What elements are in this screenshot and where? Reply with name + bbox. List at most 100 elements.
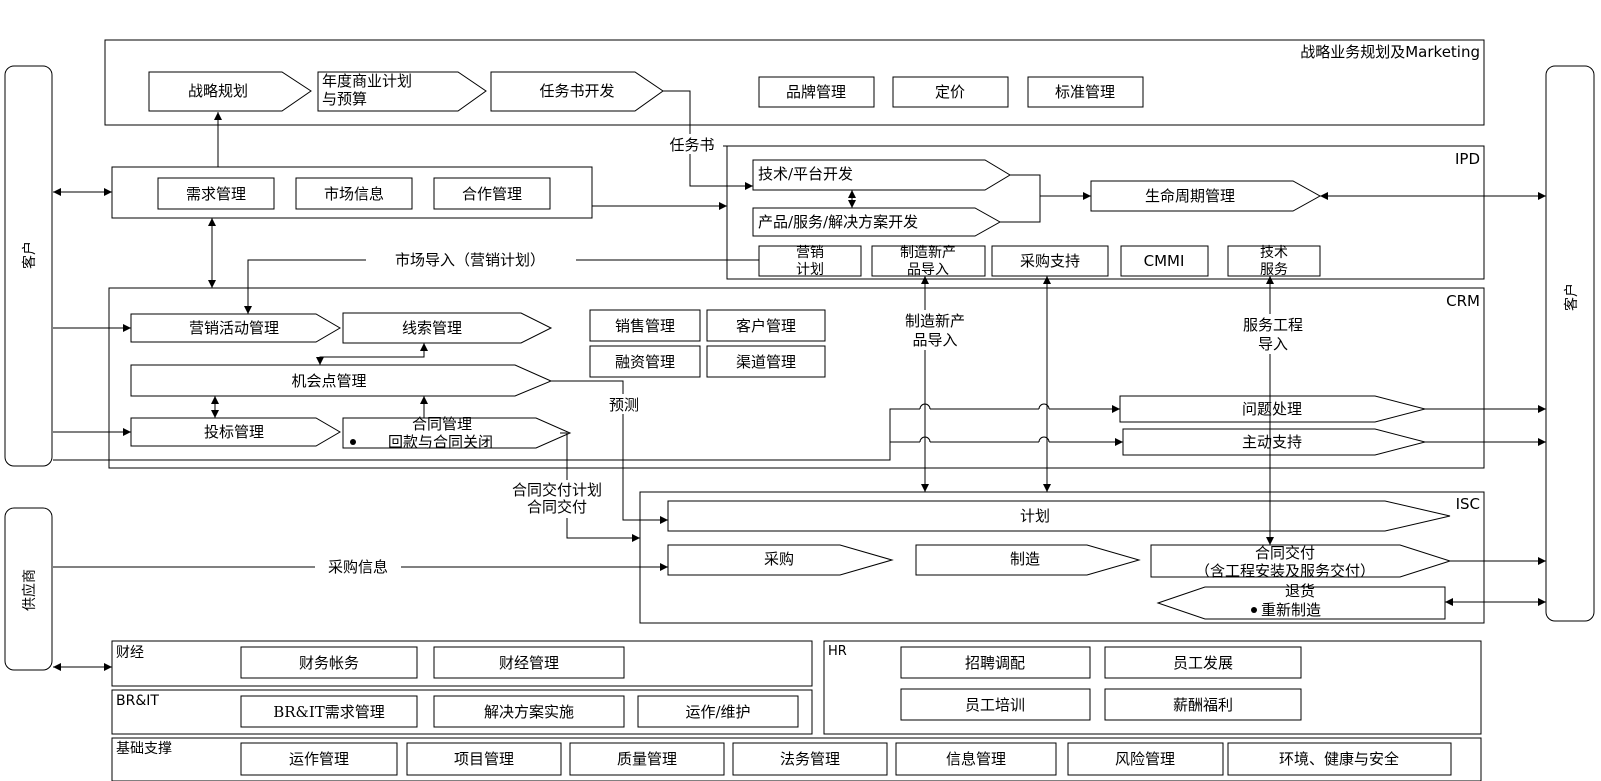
marketing-activity-chevron bbox=[130, 313, 341, 343]
contract-mgmt-label: 合同管理 bbox=[412, 415, 472, 433]
brit-item-label: 运作/维护 bbox=[685, 703, 750, 721]
ipd-title: IPD bbox=[1455, 150, 1480, 168]
isc-section: ISC 计划 采购 制造 合同交付 （含工程安装及服务交付） 退货 重新制造 bbox=[639, 491, 1485, 624]
infra-item-box bbox=[1067, 742, 1224, 776]
bidding-chevron bbox=[130, 417, 341, 447]
channel-mgmt-label: 渠道管理 bbox=[736, 353, 796, 371]
infra-item-label: 风险管理 bbox=[1115, 750, 1175, 768]
tech-service-label: 技术 bbox=[1260, 245, 1288, 261]
demand-band: 需求管理 市场信息 合作管理 bbox=[111, 166, 593, 219]
market-info-box bbox=[295, 177, 413, 210]
infra-item-box bbox=[569, 742, 725, 776]
finance-section: 财经 财务帐务 财经管理 bbox=[111, 640, 813, 687]
ipd-dev-chevron bbox=[752, 207, 1002, 237]
tech-service-box bbox=[1227, 245, 1321, 277]
ipd-dev-label: 技术/平台开发 bbox=[758, 165, 853, 183]
plan-label: 计划 bbox=[1020, 507, 1050, 525]
hr-item-label: 员工发展 bbox=[1173, 654, 1233, 672]
standard-mgmt-box bbox=[1027, 76, 1144, 108]
connector-arrow bbox=[244, 259, 759, 314]
return-label: 退货 bbox=[1285, 582, 1315, 600]
new-product-import-flow-label: 品导入 bbox=[912, 331, 957, 349]
connector-arrow bbox=[316, 343, 428, 365]
hr-item-label: 员工培训 bbox=[965, 696, 1025, 714]
cmmi-box bbox=[1120, 245, 1209, 277]
supplier-label: 供应商 bbox=[21, 569, 38, 611]
purchase-support-box bbox=[991, 245, 1109, 277]
contract-delivery-chevron bbox=[1150, 544, 1452, 578]
strategy-step-label: 战略规划 bbox=[188, 82, 248, 100]
sales-mgmt-box bbox=[589, 309, 701, 342]
ipd-dev-label: 产品/服务/解决方案开发 bbox=[758, 213, 918, 231]
hr-title: HR bbox=[828, 644, 847, 659]
brit-item-box bbox=[637, 695, 799, 728]
strategy-section: 战略业务规划及Marketing 战略规划 年度商业计划 与预算 任务书开发 品… bbox=[104, 39, 1485, 126]
infra-item-box bbox=[895, 742, 1057, 776]
strategy-step-label: 年度商业计划 bbox=[322, 72, 412, 90]
financing-mgmt-label: 融资管理 bbox=[615, 353, 675, 371]
infra-item-label: 法务管理 bbox=[780, 750, 840, 768]
new-product-import-flow-label: 制造新产 bbox=[905, 312, 965, 330]
contract-delivery-label: （含工程安装及服务交付） bbox=[1195, 562, 1375, 580]
bidding-label: 投标管理 bbox=[204, 423, 264, 441]
channel-mgmt-box bbox=[706, 345, 826, 378]
contract-delivery-plan-label: 合同交付 bbox=[527, 498, 587, 516]
brit-title: BR&IT bbox=[116, 693, 159, 709]
contract-delivery-label: 合同交付 bbox=[1255, 544, 1315, 562]
purchase-chevron bbox=[667, 544, 894, 576]
floating-labels: 任务书 市场导入（营销计划） 制造新产 品导入 服务工程 导入 预测 合同交付计… bbox=[315, 134, 1315, 577]
hr-section: HR 招聘调配 员工发展 员工培训 薪酬福利 bbox=[823, 640, 1482, 735]
connector-arrow bbox=[551, 380, 668, 524]
customer-mgmt-box bbox=[706, 309, 826, 342]
supplier-panel: 供应商 bbox=[4, 507, 53, 671]
proactive-support-label: 主动支持 bbox=[1242, 433, 1302, 451]
remanufacture-label: 重新制造 bbox=[1261, 601, 1321, 619]
finance-item-box bbox=[433, 646, 625, 679]
bullet-icon bbox=[1251, 607, 1257, 613]
lead-mgmt-chevron bbox=[342, 312, 553, 344]
hr-item-label: 薪酬福利 bbox=[1173, 696, 1233, 714]
marketing-plan-box bbox=[758, 245, 862, 277]
strategy-step-label: 与预算 bbox=[322, 90, 367, 108]
hr-item-box bbox=[900, 688, 1091, 721]
opportunity-chevron bbox=[130, 364, 553, 397]
purchase-support-label: 采购支持 bbox=[1020, 252, 1080, 270]
purchase-label: 采购 bbox=[764, 550, 794, 568]
brit-section: BR&IT BR&IT需求管理 解决方案实施 运作/维护 bbox=[111, 689, 813, 735]
tech-service-label: 服务 bbox=[1260, 262, 1288, 278]
contract-mgmt-chevron bbox=[342, 417, 572, 449]
forecast-label: 预测 bbox=[609, 396, 639, 414]
infra-title: 基础支撑 bbox=[116, 740, 172, 757]
infra-item-box bbox=[406, 742, 562, 776]
market-import-label: 市场导入（营销计划） bbox=[395, 251, 545, 269]
customer-right-panel: 客户 bbox=[1545, 65, 1595, 622]
hr-item-box bbox=[900, 646, 1091, 679]
opportunity-label: 机会点管理 bbox=[291, 372, 366, 390]
cmmi-label: CMMI bbox=[1144, 252, 1185, 270]
bullet-icon bbox=[350, 439, 356, 445]
purchase-info-label: 采购信息 bbox=[328, 558, 388, 576]
infra-item-label: 项目管理 bbox=[454, 750, 514, 768]
ipd-dev-chevron bbox=[752, 159, 1011, 191]
connector-line bbox=[53, 408, 920, 461]
customer-left-label: 客户 bbox=[21, 241, 38, 269]
infra-item-label: 运作管理 bbox=[289, 750, 349, 768]
customer-mgmt-label: 客户管理 bbox=[736, 317, 796, 335]
lead-mgmt-label: 线索管理 bbox=[402, 319, 462, 337]
cooperation-mgmt-label: 合作管理 bbox=[462, 185, 522, 203]
customer-left-panel: 客户 bbox=[4, 65, 53, 467]
infra-item-label: 信息管理 bbox=[946, 750, 1006, 768]
lifecycle-chevron bbox=[1090, 180, 1322, 212]
strategy-step-label: 任务书开发 bbox=[539, 82, 614, 100]
brit-item-box bbox=[240, 695, 418, 728]
infra-item-box bbox=[240, 742, 398, 776]
infra-section: 基础支撑 运作管理 项目管理 质量管理 法务管理 信息管理 风险管理 环境、健康… bbox=[111, 737, 1482, 781]
hr-item-box bbox=[1104, 646, 1302, 679]
new-product-import-box bbox=[871, 245, 986, 277]
demand-mgmt-box bbox=[157, 177, 275, 210]
brit-item-box bbox=[433, 695, 625, 728]
contract-delivery-plan-label: 合同交付计划 bbox=[512, 481, 602, 499]
infra-item-box bbox=[732, 742, 888, 776]
marketing-activity-label: 营销活动管理 bbox=[189, 319, 279, 337]
